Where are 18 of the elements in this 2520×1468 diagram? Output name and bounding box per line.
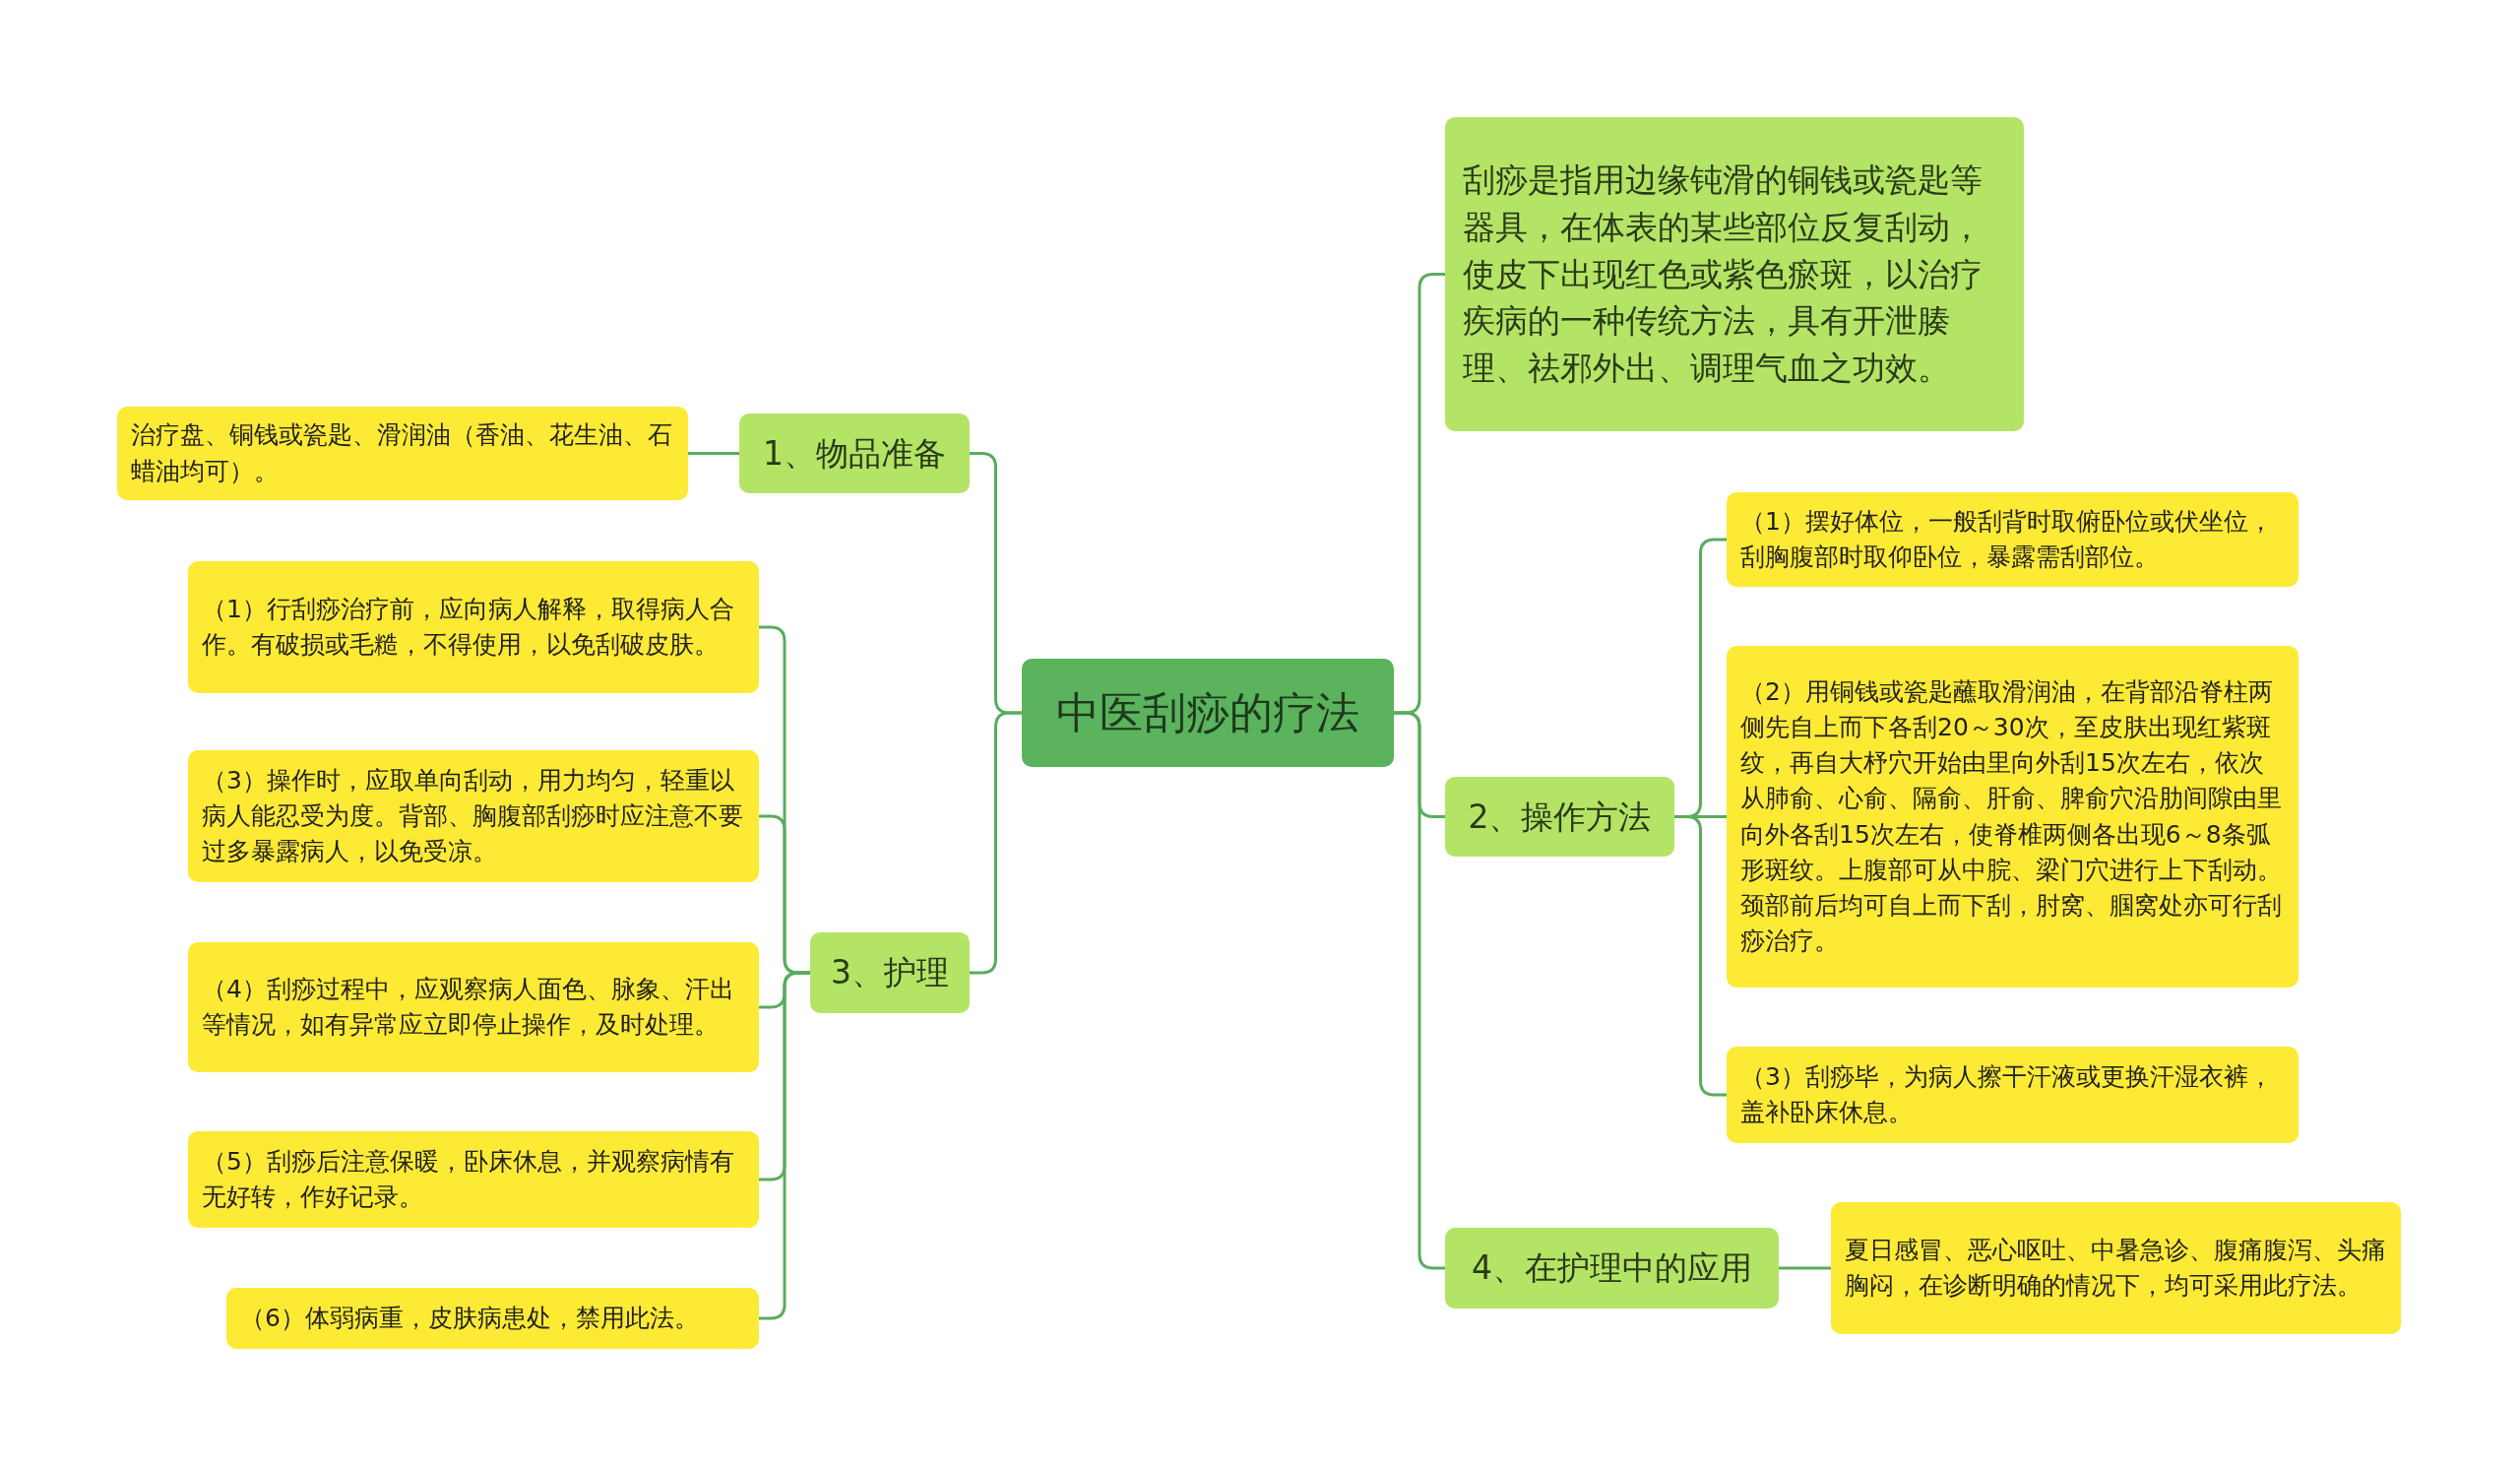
note-box: （1）摆好体位，一般刮背时取俯卧位或伏坐位，刮胸腹部时取仰卧位，暴露需刮部位。 (1727, 492, 2299, 587)
topic-box: 1、物品准备 (739, 414, 970, 493)
definition-box: 刮痧是指用边缘钝滑的铜钱或瓷匙等器具，在体表的某些部位反复刮动，使皮下出现红色或紫色瘀斑，以治疗疾病的一种传统方法，具有开泄腠理、祛邪外出、调理气血之功效。 (1445, 117, 2024, 431)
note-box: （4）刮痧过程中，应观察病人面色、脉象、汗出等情况，如有异常应立即停止操作，及时处理。 (188, 942, 759, 1072)
note-box: （3）操作时，应取单向刮动，用力均匀，轻重以病人能忍受为度。背部、胸腹部刮痧时应注意不要过多暴露病人，以免受凉。 (188, 750, 759, 882)
topic-box: 4、在护理中的应用 (1445, 1228, 1779, 1308)
note-box: 治疗盘、铜钱或瓷匙、滑润油（香油、花生油、石蜡油均可）。 (117, 407, 688, 500)
note-box: 夏日感冒、恶心呕吐、中暑急诊、腹痛腹泻、头痛胸闷，在诊断明确的情况下，均可采用此疗法。 (1831, 1202, 2401, 1334)
note-box: （1）行刮痧治疗前，应向病人解释，取得病人合作。有破损或毛糙，不得使用，以免刮破皮肤。 (188, 561, 759, 693)
connector-line (688, 452, 739, 455)
note-box: （6）体弱病重，皮肤病患处，禁用此法。 (226, 1288, 759, 1349)
note-box: （5）刮痧后注意保暖，卧床休息，并观察病情有无好转，作好记录。 (188, 1131, 759, 1228)
topic-box: 2、操作方法 (1445, 777, 1674, 857)
central-topic-box: 中医刮痧的疗法 (1022, 659, 1394, 767)
connector-line (1779, 1266, 1831, 1270)
topic-box: 3、护理 (810, 932, 970, 1013)
note-box: （2）用铜钱或瓷匙蘸取滑润油，在背部沿脊柱两侧先自上而下各刮20～30次，至皮肤出现红紫斑纹，再自大杼穴开始由里向外刮15次左右，依次从肺俞、心俞、隔俞、肝俞、脾俞穴沿肋间隙由里向外各刮15次左右，使脊椎两侧各出现6～8条弧形斑纹。上腹部可从中脘、梁门穴进行上下刮动。颈部前后均可自上而下刮，肘窝、腘窝处亦可行刮痧治疗。 (1727, 646, 2299, 988)
note-box: （3）刮痧毕，为病人擦干汗液或更换汗湿衣裤，盖补卧床休息。 (1727, 1047, 2299, 1143)
